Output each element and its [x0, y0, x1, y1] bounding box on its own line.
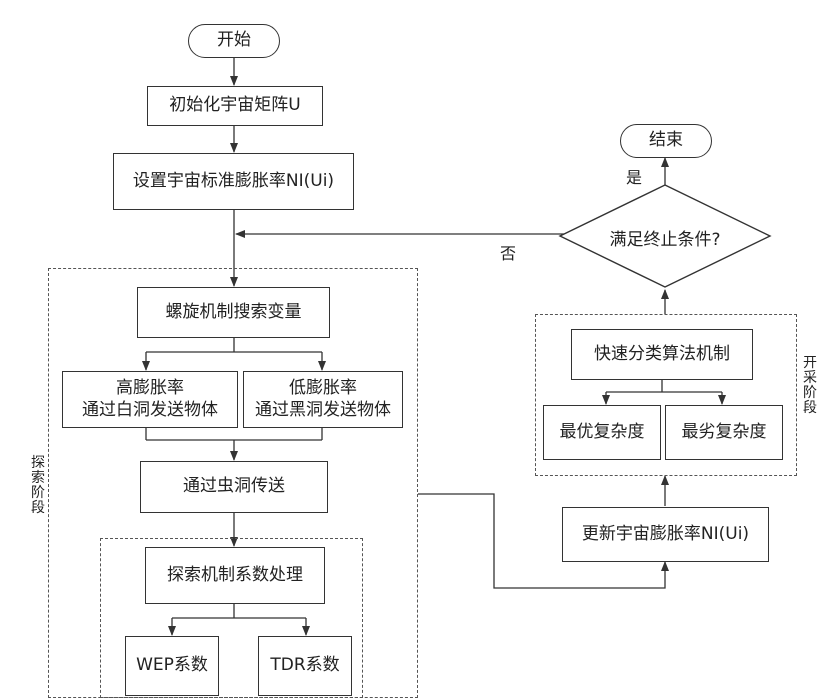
yes-label: 是 — [626, 168, 643, 187]
low-rate-box: 低膨胀率 通过黑洞发送物体 — [243, 371, 403, 428]
spiral-search-box: 螺旋机制搜索变量 — [137, 287, 330, 338]
best-complexity-box: 最优复杂度 — [543, 405, 661, 460]
worst-complexity-box: 最劣复杂度 — [665, 405, 783, 460]
exploit-stage-label: 开 采 阶 段 — [803, 355, 817, 416]
condition-text: 满足终止条件? — [609, 230, 721, 250]
quick-sort-box: 快速分类算法机制 — [571, 329, 753, 380]
update-rate-box: 更新宇宙膨胀率NI(Ui) — [562, 507, 769, 562]
explore-coeff-box: 探索机制系数处理 — [145, 547, 325, 604]
high-rate-line2: 通过白洞发送物体 — [82, 399, 218, 420]
low-rate-line2: 通过黑洞发送物体 — [255, 399, 391, 420]
wormhole-box: 通过虫洞传送 — [140, 461, 328, 513]
end-terminal: 结束 — [620, 124, 712, 158]
arrow-to-update — [418, 493, 669, 589]
high-rate-box: 高膨胀率 通过白洞发送物体 — [62, 371, 238, 428]
wep-box: WEP系数 — [125, 636, 219, 696]
explore-stage-label: 探 索 阶 段 — [31, 455, 45, 516]
low-rate-line1: 低膨胀率 — [289, 378, 357, 399]
tdr-box: TDR系数 — [258, 636, 352, 696]
exploit-stage-region — [535, 314, 797, 476]
init-matrix-box: 初始化宇宙矩阵U — [147, 86, 323, 126]
start-terminal: 开始 — [188, 24, 280, 58]
no-label: 否 — [500, 244, 517, 263]
high-rate-line1: 高膨胀率 — [116, 378, 184, 399]
condition-diamond — [558, 184, 772, 288]
set-rate-box: 设置宇宙标准膨胀率NI(Ui) — [113, 153, 354, 210]
